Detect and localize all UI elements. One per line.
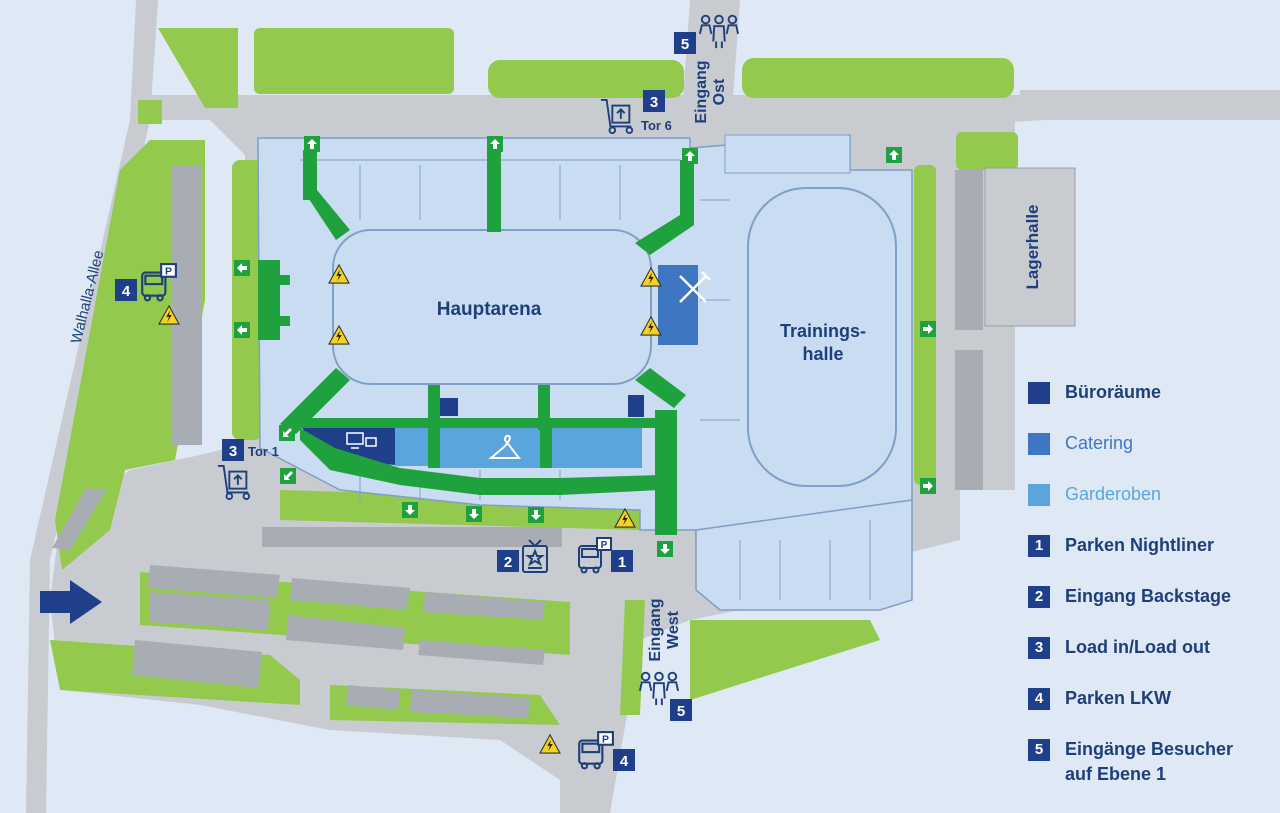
east-entrance-label-2: Ost: [711, 78, 728, 105]
svg-text:3: 3: [229, 443, 237, 460]
legend-label-group: Eingänge Besucher auf Ebene 1: [1065, 737, 1233, 787]
hanger-icon: [488, 434, 522, 459]
legend-label: Catering: [1065, 433, 1134, 453]
legend-label: Load in/Load out: [1065, 637, 1210, 657]
legend-label: Garderoben: [1065, 484, 1162, 504]
catering-room: [658, 265, 698, 345]
legend-swatch: [1028, 382, 1050, 404]
map-legend: Büroräume Catering Garderoben 1 Parken N…: [1028, 380, 1278, 797]
storage-hall: [984, 167, 1076, 327]
legend-item-nightliner: 1 Parken Nightliner: [1028, 533, 1278, 584]
legend-item-catering: Catering: [1028, 431, 1278, 482]
exit-sign-icon: [682, 148, 698, 164]
exit-sign-icon: [280, 468, 296, 484]
legend-label: Büroräume: [1065, 382, 1162, 402]
legend-item-garderoben: Garderoben: [1028, 482, 1278, 533]
gate-6-label: Tor 6: [641, 118, 672, 133]
svg-text:5: 5: [677, 703, 685, 720]
exit-sign-icon: [886, 147, 902, 163]
training-hall-floor: [747, 187, 897, 487]
exit-sign-icon: [304, 136, 320, 152]
exit-sign-icon: [920, 478, 936, 494]
training-hall-label-2: halle: [802, 344, 843, 364]
marker-nightliner: 1: [611, 550, 633, 572]
office-room-3: [628, 395, 644, 417]
legend-item-backstage: 2 Eingang Backstage: [1028, 584, 1278, 635]
svg-text:1: 1: [618, 554, 626, 571]
legend-number: 1: [1028, 535, 1050, 557]
grass-areas: [50, 28, 1018, 725]
office-room-2: [440, 398, 458, 416]
legend-label-line2: auf Ebene 1: [1065, 764, 1167, 784]
svg-text:3: 3: [650, 94, 658, 111]
exit-sign-icon: [920, 321, 936, 337]
marker-east-visitor: 5: [674, 32, 696, 54]
svg-text:2: 2: [504, 554, 512, 571]
west-entrance-label-1: Eingang: [647, 598, 664, 661]
legend-item-load: 3 Load in/Load out: [1028, 635, 1278, 686]
legend-item-buero: Büroräume: [1028, 380, 1278, 431]
marker-load-east: 3: [643, 90, 665, 112]
exit-sign-icon: [402, 502, 418, 518]
storage-hall-label: Lagerhalle: [1023, 204, 1042, 289]
exit-sign-icon: [466, 506, 482, 522]
training-hall-label-1: Trainings-: [780, 321, 866, 341]
legend-item-visitors: 5 Eingänge Besucher auf Ebene 1: [1028, 737, 1278, 797]
marker-west-visitor: 5: [670, 699, 692, 721]
exit-sign-icon: [487, 136, 503, 152]
wardrobe-room-3: [550, 428, 642, 468]
marker-truck-bottom: 4: [613, 749, 635, 771]
exit-sign-icon: [234, 322, 250, 338]
exit-sign-icon: [234, 260, 250, 276]
gate-1-label: Tor 1: [248, 444, 279, 459]
wardrobe-room-2: [440, 428, 540, 468]
legend-number: 4: [1028, 688, 1050, 710]
legend-label: Eingang Backstage: [1065, 586, 1232, 606]
svg-text:4: 4: [620, 753, 629, 770]
legend-swatch: [1028, 433, 1050, 455]
parking-areas: [52, 165, 983, 718]
west-entrance-label-2: West: [665, 610, 682, 649]
legend-label: Parken Nightliner: [1065, 535, 1215, 555]
legend-swatch: [1028, 484, 1050, 506]
main-arena-label: Hauptarena: [437, 299, 542, 320]
emergency-corridors: [258, 150, 694, 535]
svg-text:5: 5: [681, 36, 689, 53]
svg-text:4: 4: [122, 283, 131, 300]
exit-sign-icon: [279, 425, 295, 441]
legend-label: Eingänge Besucher: [1065, 739, 1234, 759]
marker-truck-left: 4: [115, 279, 137, 301]
marker-backstage: 2: [497, 550, 519, 572]
exit-sign-icon: [528, 507, 544, 523]
east-entrance-label-1: Eingang: [693, 60, 710, 123]
legend-number: 5: [1028, 739, 1050, 761]
fork-knife-icon: [679, 271, 711, 303]
legend-item-truck: 4 Parken LKW: [1028, 686, 1278, 737]
legend-number: 2: [1028, 586, 1050, 608]
exit-sign-icon: [657, 541, 673, 557]
marker-load-west: 3: [222, 439, 244, 461]
legend-number: 3: [1028, 637, 1050, 659]
legend-label: Parken LKW: [1065, 688, 1172, 708]
office-icon: [346, 432, 377, 449]
direction-arrow-icon: [40, 580, 102, 624]
